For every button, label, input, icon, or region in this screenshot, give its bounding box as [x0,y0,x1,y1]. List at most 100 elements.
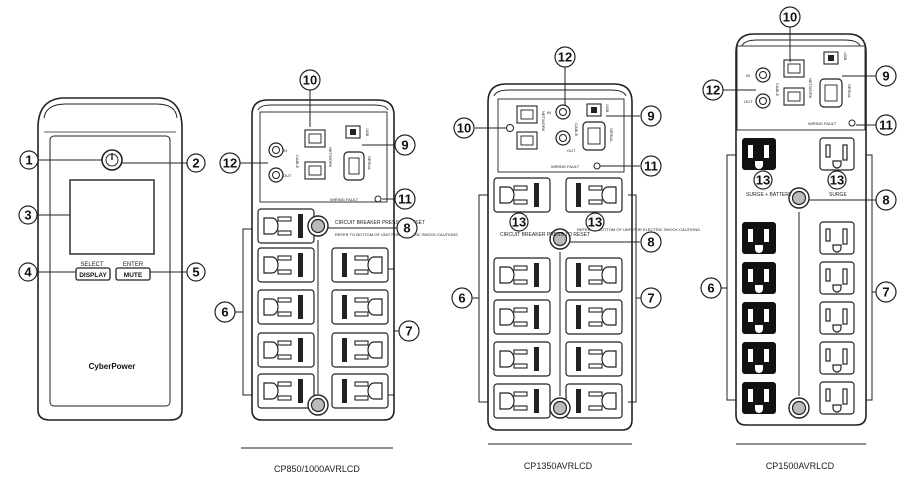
svg-text:REFER TO BOTTOM OF UNIT FOR EL: REFER TO BOTTOM OF UNIT FOR ELECTRIC SHO… [577,227,701,232]
callout-9-cp1350-label: 9 [647,109,654,124]
callout-13c-label: 13 [756,173,770,188]
callout-9-cp1500-label: 9 [882,69,889,84]
callout-8-cp1350-label: 8 [647,235,654,250]
svg-text:WIRING FAULT: WIRING FAULT [808,121,837,126]
brand-logo: CyberPower [89,362,136,371]
callout-12-label: 12 [223,156,237,171]
callout-7-cp1500-label: 7 [882,285,889,300]
rear-view-cp850: IN OUT CABLE NETWORK USB SERIAL WIRING F… [214,69,458,474]
serial-port [343,151,365,181]
callout-11 [394,188,416,210]
callout-13a-label: 13 [512,215,526,230]
svg-text:CABLE: CABLE [775,83,780,96]
callout-8-label: 8 [403,221,410,236]
svg-text:IN: IN [283,148,287,153]
svg-text:SERIAL: SERIAL [609,128,614,143]
select-label: SELECT [80,262,104,268]
callout-13b [585,212,605,232]
callout-2 [186,153,206,173]
callout-11-cp1350 [640,155,662,177]
callout-6-label: 6 [221,305,228,320]
svg-text:USB: USB [605,104,610,113]
callout-6-cp1500 [700,277,722,299]
callout-12-cp1500 [702,79,724,101]
callout-7-cp1350 [640,287,662,309]
callout-6-cp1350 [451,287,473,309]
callout-7-label: 7 [405,324,412,339]
callout-13d-label: 13 [830,173,844,188]
svg-text:NETWORK: NETWORK [808,78,813,99]
callout-6 [214,301,236,323]
svg-text:USB: USB [843,52,848,61]
callout-2-label: 2 [192,156,199,171]
callout-13d [827,170,847,190]
callout-8-cp1500 [875,189,897,211]
svg-text:USB: USB [365,128,370,137]
callout-6-cp1350-label: 6 [458,291,465,306]
svg-text:OUT: OUT [744,99,753,104]
callout-7-cp1350-label: 7 [647,291,654,306]
callout-12-cp1350 [554,46,576,68]
callout-9-cp1500 [875,65,897,87]
caption-model-2: CP1350AVRLCD [524,461,593,471]
enter-label: ENTER [123,262,144,268]
callout-1 [19,150,39,170]
callout-10-label: 10 [303,73,317,88]
svg-text:NETWORK: NETWORK [541,111,546,132]
callout-11-cp1500 [875,114,897,136]
callout-10-cp1500 [779,6,801,28]
callout-10 [299,69,321,91]
callout-11-cp1500-label: 11 [879,118,893,133]
callout-4 [18,262,38,282]
caption-model-3: CP1500AVRLCD [766,461,835,471]
callout-4-label: 4 [24,265,32,280]
callout-13c [753,170,773,190]
mute-button[interactable] [115,267,151,281]
svg-text:REFER TO BOTTOM OF UNIT FOR EL: REFER TO BOTTOM OF UNIT FOR ELECTRIC SHO… [335,232,458,237]
svg-text:IN: IN [746,73,750,78]
callout-9 [394,134,416,156]
callout-9-label: 9 [401,138,408,153]
svg-text:IN: IN [547,110,551,115]
callout-11-cp1350-label: 11 [644,159,658,174]
callout-3 [18,205,38,225]
svg-text:WIRING FAULT: WIRING FAULT [551,164,580,169]
callout-8 [396,217,418,239]
callout-1-label: 1 [25,153,32,168]
callout-12-cp1500-label: 12 [706,83,720,98]
svg-text:SERIAL: SERIAL [847,84,852,99]
callout-10-cp1500-label: 10 [783,10,797,25]
callout-10-cp1350-label: 10 [457,121,471,136]
callout-5-label: 5 [192,265,199,280]
front-view: SELECT ENTER DISPLAY MUTE CyberPower 1 2… [18,97,206,421]
svg-text:WIRING FAULT: WIRING FAULT [330,197,359,202]
svg-text:SERIAL: SERIAL [367,156,372,171]
callout-5 [186,262,206,282]
svg-text:SURGE: SURGE [829,192,847,198]
callout-12-cp1350-label: 12 [558,50,572,65]
callout-13b-label: 13 [588,215,602,230]
mute-button-label: MUTE [124,272,143,279]
svg-text:CIRCUIT BREAKER PRESS TO RESET: CIRCUIT BREAKER PRESS TO RESET [335,220,425,226]
callout-9-cp1350 [640,105,662,127]
svg-text:CIRCUIT BREAKER PRESS TO RESET: CIRCUIT BREAKER PRESS TO RESET [500,232,590,238]
svg-text:OUT: OUT [283,173,292,178]
lcd-screen [69,179,155,255]
svg-text:CABLE: CABLE [574,123,579,136]
callout-8-cp1350 [640,231,662,253]
svg-text:SURGE + BATTERY: SURGE + BATTERY [746,192,793,198]
callout-3-label: 3 [24,208,31,223]
callout-12 [219,152,241,174]
callout-7-cp1500 [875,281,897,303]
callout-7 [398,320,420,342]
callout-13a [509,212,529,232]
display-button-label: DISPLAY [79,272,107,279]
rear-view-cp1500: IN OUT CABLE NETWORK USB SERIAL WIRING F… [700,6,897,471]
display-button[interactable] [75,267,111,281]
svg-text:NETWORK: NETWORK [328,147,333,168]
svg-text:CABLE: CABLE [295,155,300,168]
rear-view-cp1350: NETWORK IN OUT CABLE USB SERIAL WIRING F… [451,46,701,471]
svg-text:OUT: OUT [567,148,576,153]
callout-11-label: 11 [398,192,412,207]
